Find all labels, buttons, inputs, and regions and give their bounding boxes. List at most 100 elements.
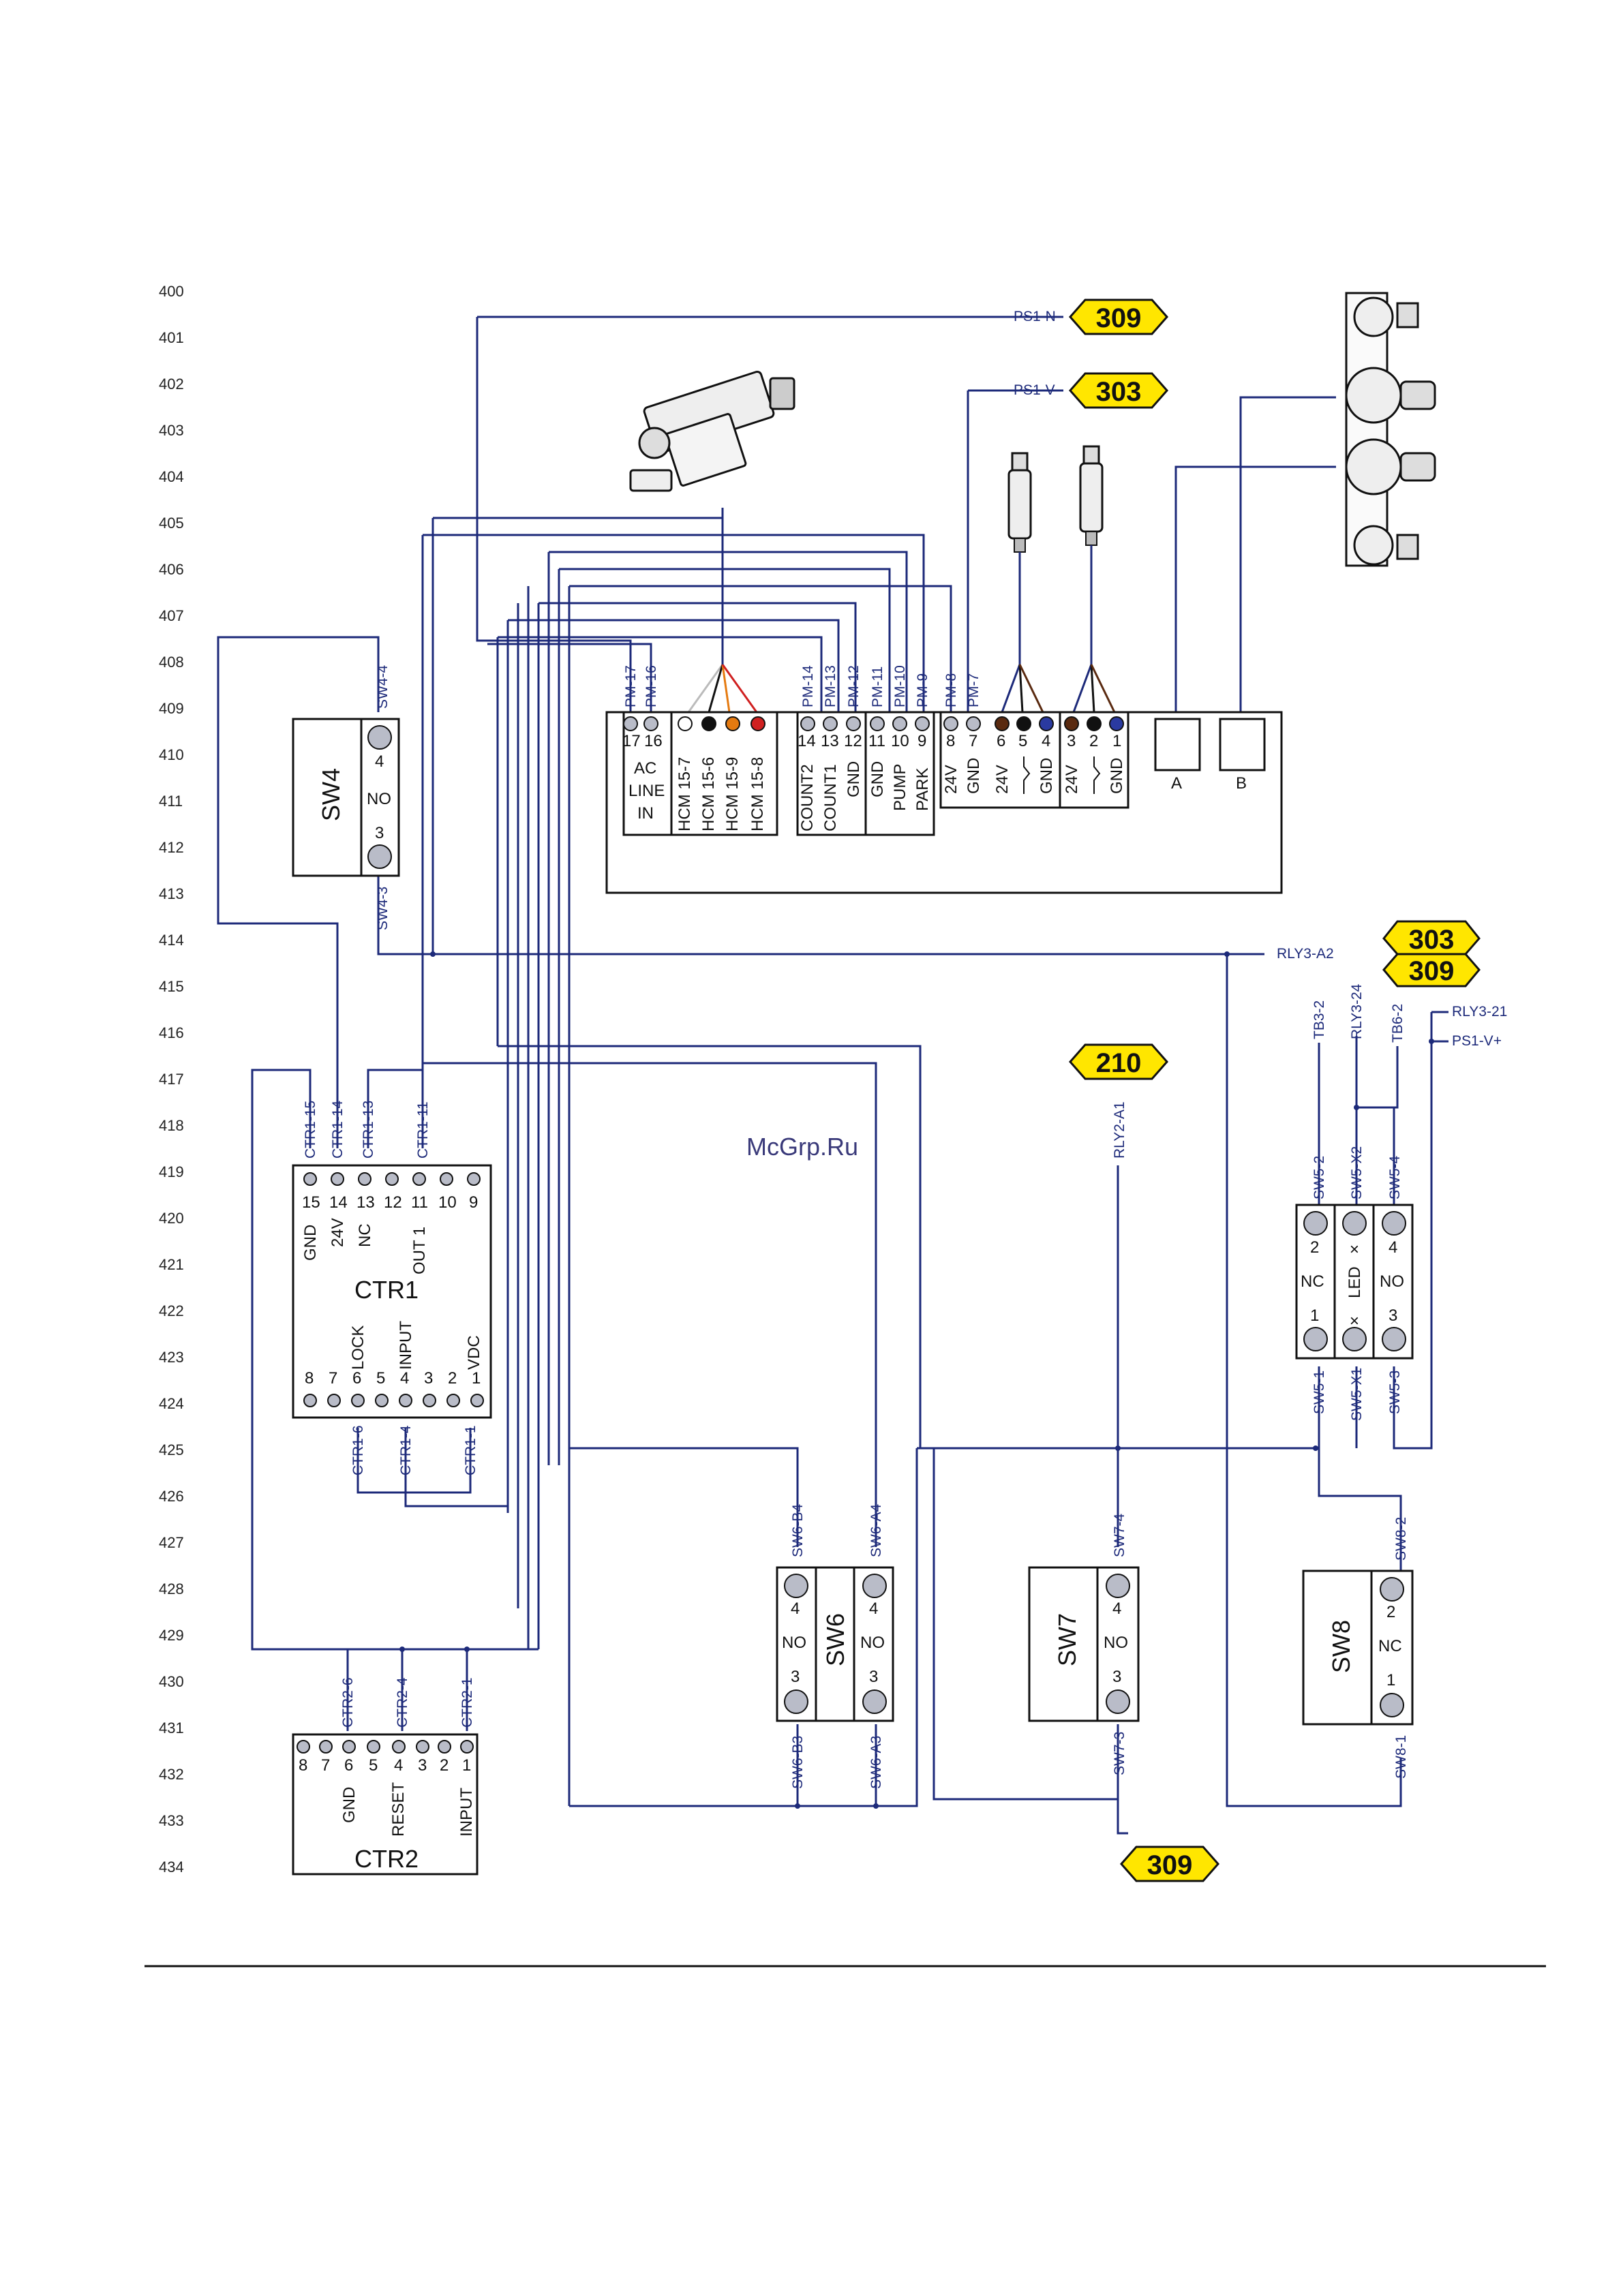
switch-symbol-icon: [1023, 756, 1031, 794]
pm-pin: 3: [1067, 732, 1076, 750]
pm-hcm-label: HCM 15-6: [699, 757, 718, 831]
pm-count2-label: COUNT2: [798, 764, 817, 831]
wire-sw7-link: [932, 1448, 1118, 1801]
ref-shape: [1069, 1043, 1168, 1080]
wire-416: [498, 1045, 941, 1450]
terminal-hcm-15-8: [750, 716, 765, 731]
ctr2-terminal: [342, 1740, 356, 1754]
ctr1-lock-label: LOCK: [349, 1326, 367, 1370]
wires: [217, 316, 1448, 1835]
wire-label: SW4-4: [375, 665, 391, 709]
sw5-terminal-1: [1303, 1327, 1328, 1351]
pm-hcm-group: [670, 711, 778, 836]
ctr1-pin: 5: [376, 1369, 385, 1388]
pm-pin: 12: [844, 732, 862, 750]
terminal-5: [1016, 716, 1031, 731]
ctr1-pin: 14: [329, 1193, 348, 1212]
row-number: 404: [159, 468, 184, 485]
pm-park-label: PARK: [913, 767, 932, 811]
ctr1-pin: 12: [384, 1193, 402, 1212]
wire-label: SW6-A4: [868, 1503, 884, 1557]
sw8-nc-label: NC: [1378, 1637, 1402, 1655]
row-number: 429: [159, 1627, 184, 1644]
pm-24v-label: 24V: [1063, 765, 1081, 794]
ctr1-terminal: [423, 1394, 436, 1407]
sw5-terminal-3: [1382, 1327, 1406, 1351]
wire-label: PS1-V+: [1452, 1033, 1502, 1049]
proximity-sensor-icon: [1007, 452, 1032, 553]
ctr2-title: CTR2: [354, 1845, 419, 1873]
ctr2-gnd-label: GND: [340, 1787, 359, 1823]
row-number: 433: [159, 1812, 184, 1829]
ctr2-terminal: [319, 1740, 333, 1754]
sw5-x-label: ×: [1346, 1244, 1364, 1254]
wire-sw6-a4: [423, 1062, 877, 1547]
sw4-terminal-3: [367, 844, 392, 869]
sw8-terminal-1: [1380, 1693, 1404, 1717]
terminal-hcm-15-9: [725, 716, 740, 731]
wire-label: CTR1-15: [303, 1101, 318, 1159]
sw7-pin: 3: [1112, 1668, 1121, 1686]
row-number: 431: [159, 1719, 184, 1736]
row-number: 406: [159, 561, 184, 578]
terminal-13: [823, 716, 838, 731]
ctr2-terminal: [438, 1740, 451, 1754]
sw6-pin: 4: [869, 1599, 878, 1618]
ref-shape: [1069, 372, 1168, 409]
row-numbers: 400 401 402 403 404 405 406 407 408 409 …: [159, 283, 184, 1876]
ctr2-terminal: [460, 1740, 474, 1754]
wire-label: SW5-3: [1387, 1371, 1403, 1414]
sw5-terminal-x2: [1342, 1211, 1367, 1236]
wire-red: [721, 664, 758, 713]
row-number: 408: [159, 654, 184, 671]
row-number: 434: [159, 1858, 184, 1876]
pm-line-label: LINE: [628, 782, 665, 800]
sw4-switch: SW4 4 NO 3 SW4-4 SW4-3: [292, 665, 400, 930]
ref-badge-309: 309: [1069, 299, 1168, 335]
wire-sw5-1: [1318, 1366, 1402, 1574]
pm-module: 17 16 14 13 12 11 10 9 8 7 6 5 4 3 2 1 A…: [605, 711, 1283, 894]
wire-label: PM-11: [870, 667, 885, 707]
ref-number: 309: [1147, 1850, 1193, 1880]
ctr2-input-label: INPUT: [457, 1788, 476, 1837]
terminal-10: [892, 716, 907, 731]
pm-a-label: A: [1171, 774, 1182, 793]
ctr2-counter: 8 7 6 5 4 3 2 1 GND RESET INPUT CTR2 CTR…: [292, 1677, 479, 1876]
sw7-switch: SW7 4 NO 3 SW7-4 SW7-3 RLY2-A1: [1028, 1101, 1140, 1775]
ctr1-pin: 13: [357, 1193, 375, 1212]
sw5-switch: 2 NC 1 × LED × 4 NO 3 SW5-2 SW5-X2 SW5-4…: [1295, 983, 1414, 1421]
sw4-title: SW4: [317, 768, 345, 821]
sw7-no-label: NO: [1104, 1634, 1128, 1652]
ctr1-terminal: [327, 1394, 341, 1407]
wire-pm12: [539, 602, 857, 712]
ctr2-terminal: [416, 1740, 429, 1754]
pm-pin: 2: [1089, 732, 1098, 750]
row-number: 425: [159, 1441, 184, 1458]
ctr1-terminal: [331, 1172, 344, 1186]
horizontal-wire-labels: PS1-N PS1-V- RLY3-A2 RLY3-21 PS1-V+: [1014, 309, 1507, 1049]
pm-count-group: [796, 711, 867, 836]
pm-in-label: IN: [637, 804, 654, 823]
ctr2-outline: [292, 1733, 479, 1876]
wire-label: PM-8: [943, 673, 959, 707]
wire-tb6-2: [1356, 1046, 1399, 1109]
pm-count1-label: COUNT1: [821, 764, 840, 831]
wire-pm8: [569, 585, 952, 712]
wire-gauge-a: [1174, 465, 1336, 712]
pm-terminal-b: [1219, 718, 1266, 771]
row-number: 414: [159, 932, 184, 949]
sw7-title: SW7: [1053, 1613, 1081, 1666]
wire-label: SW5-X2: [1349, 1146, 1365, 1199]
row-number: 421: [159, 1256, 184, 1273]
row-number: 405: [159, 515, 184, 532]
ctr1-nc-label: NC: [356, 1223, 374, 1247]
row-number: 427: [159, 1534, 184, 1551]
pm-pin: 7: [969, 732, 977, 750]
ctr1-terminal: [303, 1172, 317, 1186]
pm-pin: 5: [1018, 732, 1027, 750]
ctr1-terminal: [375, 1394, 389, 1407]
wire-sw6-b4: [569, 1447, 799, 1547]
sw7-pin: 4: [1112, 1599, 1121, 1618]
wire-label: PM-16: [643, 665, 659, 707]
ref-shape: [1120, 1846, 1219, 1882]
